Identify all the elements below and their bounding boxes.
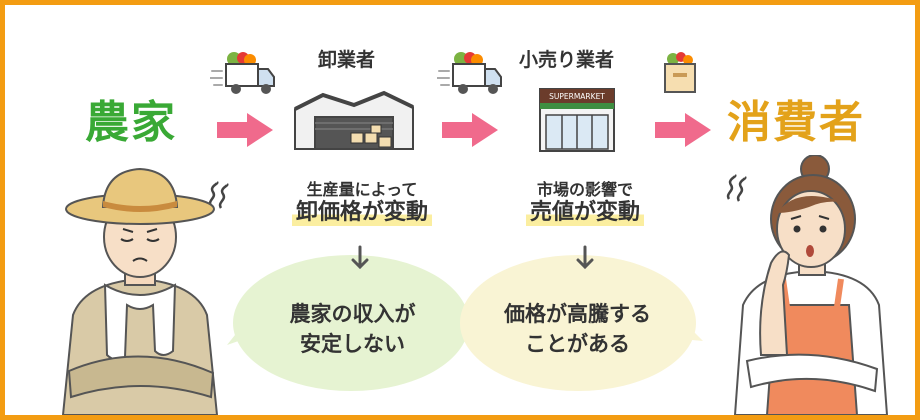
consumer-illustration [733, 155, 889, 415]
down-arrow-icon [351, 245, 369, 270]
wholesaler-label: 卸業者 [318, 49, 376, 71]
effect-farmer-bubble [227, 255, 469, 391]
supermarket-sign: SUPERMARKET [549, 92, 605, 101]
truck-icon [437, 52, 502, 94]
effect-consumer-line2: ことがある [525, 332, 630, 356]
supermarket-icon: SUPERMARKET [539, 88, 615, 152]
warehouse-icon [294, 90, 414, 150]
cause-retail-line1: 市場の影響で [536, 180, 633, 199]
worry-squiggle-icon [208, 181, 229, 209]
flow-arrow-1 [217, 113, 273, 147]
cause-wholesale-line2: 卸価格が変動 [291, 200, 432, 226]
effect-farmer-line1: 農家の収入が [289, 302, 416, 326]
cause-retail: 市場の影響で 売値が変動 [490, 180, 680, 226]
flow-arrow-3 [655, 113, 711, 147]
effect-consumer-line1: 価格が高騰する [504, 302, 651, 326]
consumer-label: 消費者 [727, 97, 865, 148]
farmer-label: 農家 [85, 97, 177, 148]
cause-wholesale: 生産量によって 卸価格が変動 [267, 180, 457, 226]
bubble-layer [227, 255, 703, 391]
cause-wholesale-line1: 生産量によって [306, 180, 418, 199]
effect-farmer-line2: 安定しない [300, 332, 405, 356]
truck-icon [210, 52, 275, 94]
effect-farmer: 農家の収入が 安定しない [250, 299, 455, 359]
farmer-illustration [61, 167, 219, 415]
effect-consumer-bubble [460, 255, 703, 391]
grocery-box-icon [664, 52, 696, 93]
flow-arrow-2 [442, 113, 498, 147]
cause-retail-line2: 売値が変動 [525, 200, 644, 226]
effect-consumer: 価格が高騰する ことがある [475, 299, 680, 359]
worry-squiggle-icon [726, 174, 747, 202]
retailer-label: 小売り業者 [519, 49, 615, 71]
down-arrow-icon [576, 245, 594, 270]
